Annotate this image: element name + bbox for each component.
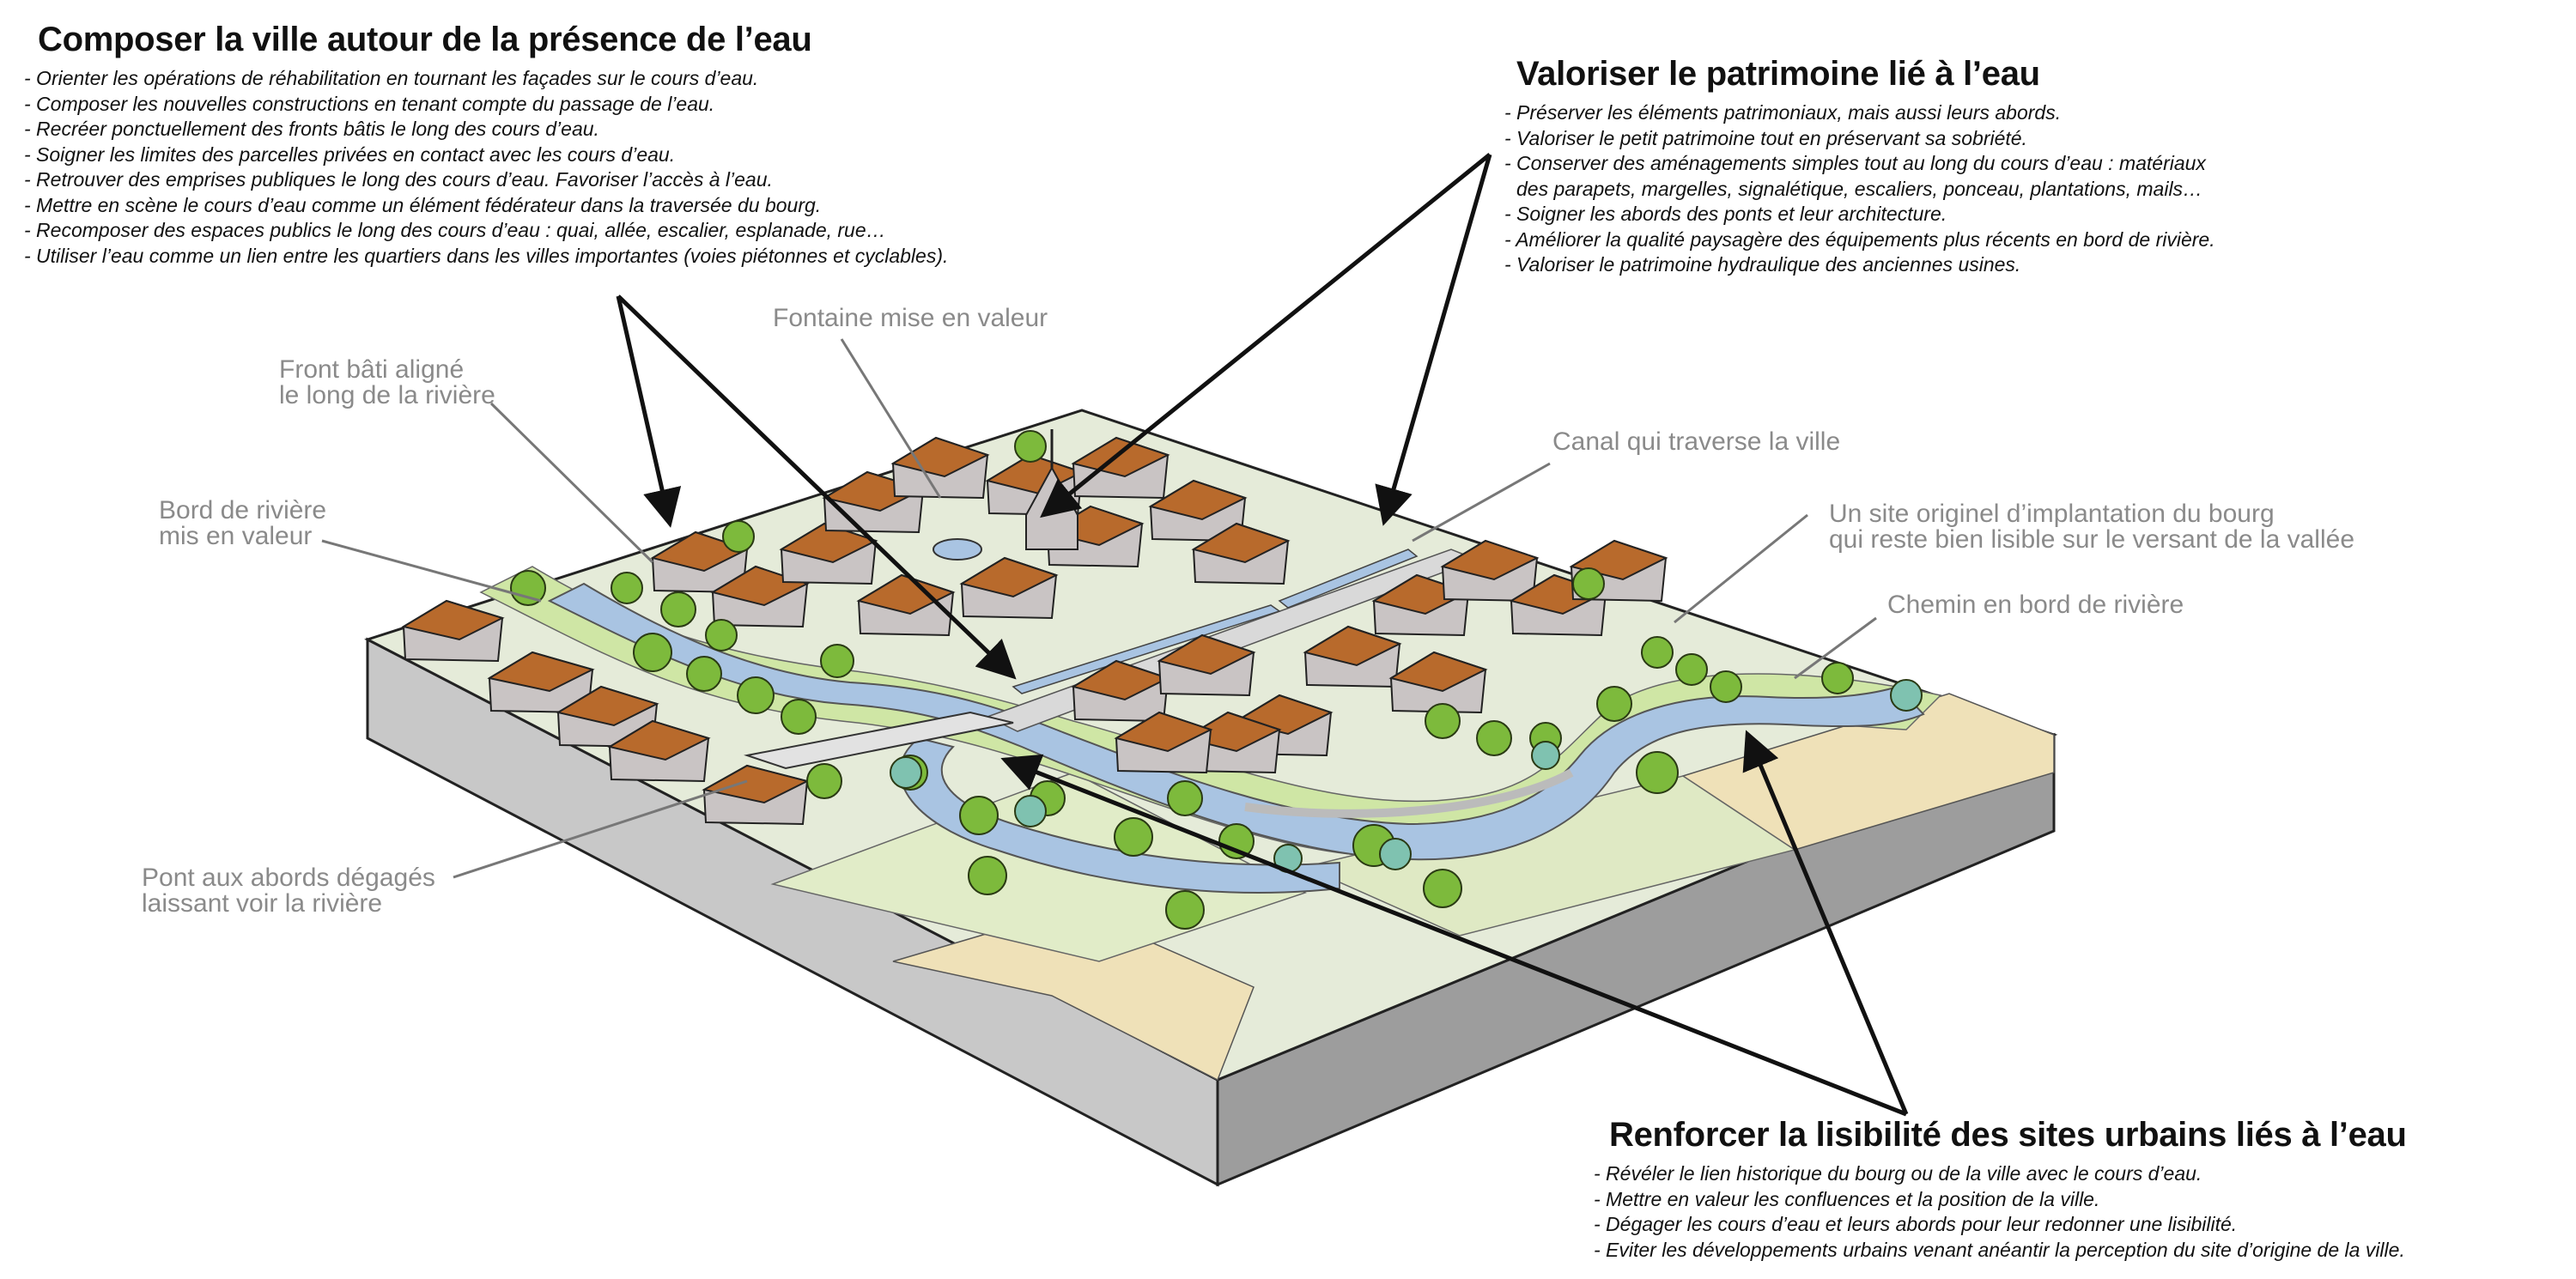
callout-canal: Canal qui traverse la ville	[1552, 429, 1840, 455]
block-renforcer: Renforcer la lisibilité des sites urbain…	[1594, 1116, 2407, 1263]
house-cluster-upper	[650, 436, 1291, 637]
callout-chemin: Chemin en bord de rivière	[1887, 592, 2184, 618]
callout-site-originel-line2: qui reste bien lisible sur le versant de…	[1829, 525, 2354, 554]
block-composer: Composer la ville autour de la présence …	[24, 21, 948, 269]
list-item: - Conserver des aménagements simples tou…	[1504, 152, 2206, 174]
list-item: - Eviter les développements urbains vena…	[1594, 1238, 2405, 1261]
block-renforcer-list: - Révéler le lien historique du bourg ou…	[1594, 1161, 2407, 1263]
arrows-valoriser	[1040, 153, 1492, 526]
callout-front-bati: Front bâti aligné le long de la rivière	[279, 357, 495, 409]
block-composer-list: - Orienter les opérations de réhabilitat…	[24, 66, 948, 269]
callout-leaders	[321, 338, 1877, 879]
callout-canal-label: Canal qui traverse la ville	[1552, 427, 1841, 456]
callout-bord-riviere-line2: mis en valeur	[159, 522, 313, 550]
list-item: - Recomposer des espaces publics le long…	[24, 219, 886, 241]
arrows-composer	[616, 294, 1017, 680]
bridge	[744, 711, 1014, 770]
list-item: - Mettre en scène le cours d’eau comme u…	[24, 193, 822, 216]
list-item: - Préserver les éléments patrimoniaux, m…	[1504, 101, 2062, 124]
callout-front-bati-line1: Front bâti aligné	[279, 355, 465, 384]
canal-right	[1278, 549, 1419, 609]
callout-fontaine-label: Fontaine mise en valeur	[773, 304, 1048, 332]
callout-chemin-label: Chemin en bord de rivière	[1887, 591, 2184, 619]
list-item: - Valoriser le patrimoine hydraulique de…	[1504, 253, 2021, 276]
list-item: - Révéler le lien historique du bourg ou…	[1594, 1162, 2202, 1185]
block-composer-title: Composer la ville autour de la présence …	[38, 21, 812, 58]
callout-site-originel-line1: Un site originel d’implantation du bourg	[1829, 500, 2275, 528]
list-item: - Dégager les cours d’eau et leurs abord…	[1594, 1213, 2238, 1235]
block-valoriser-title: Valoriser le patrimoine lié à l’eau	[1516, 55, 2040, 93]
list-item: - Retrouver des emprises publiques le lo…	[24, 168, 773, 191]
house-row-left	[401, 599, 810, 826]
list-item: - Soigner les abords des ponts et leur a…	[1504, 203, 1947, 225]
callout-pont-line2: laissant voir la rivière	[142, 889, 383, 918]
river	[547, 582, 1925, 861]
fountain	[933, 538, 982, 561]
canal-left	[1012, 604, 1281, 694]
callout-front-bati-line2: le long de la rivière	[279, 381, 495, 409]
house-cluster-right	[1071, 539, 1668, 774]
block-renforcer-title: Renforcer la lisibilité des sites urbain…	[1609, 1116, 2407, 1154]
block-valoriser: Valoriser le patrimoine lié à l’eau - Pr…	[1504, 55, 2215, 278]
callout-pont-line1: Pont aux abords dégagés	[142, 864, 435, 892]
arrows-renforcer	[1000, 730, 1909, 1117]
list-item: - Mettre en valeur les confluences et la…	[1594, 1187, 2100, 1210]
trees-blue	[890, 679, 1923, 873]
riverside-path	[1244, 768, 1574, 818]
callout-bord-riviere: Bord de rivière mis en valeur	[159, 498, 326, 549]
list-item: - Améliorer la qualité paysagère des équ…	[1504, 227, 2215, 251]
list-item: - Soigner les limites des parcelles priv…	[24, 142, 676, 166]
list-item: - Utiliser l’eau comme un lien entre les…	[24, 244, 949, 267]
trees	[510, 430, 1854, 930]
list-item: - Composer les nouvelles constructions e…	[24, 92, 715, 115]
list-item: - Recréer ponctuellement des fronts bâti…	[24, 118, 599, 140]
block-valoriser-list: - Préserver les éléments patrimoniaux, m…	[1504, 100, 2215, 278]
list-item: - Orienter les opérations de réhabilitat…	[24, 67, 759, 89]
village	[401, 429, 1668, 826]
callout-pont: Pont aux abords dégagés laissant voir la…	[142, 865, 435, 917]
list-item: - Valoriser le petit patrimoine tout en …	[1504, 126, 2027, 149]
callout-bord-riviere-line1: Bord de rivière	[159, 496, 327, 524]
callout-site-originel: Un site originel d’implantation du bourg…	[1829, 501, 2354, 553]
list-item: des parapets, margelles, signalétique, e…	[1516, 177, 2203, 200]
callout-fontaine: Fontaine mise en valeur	[773, 306, 1048, 331]
